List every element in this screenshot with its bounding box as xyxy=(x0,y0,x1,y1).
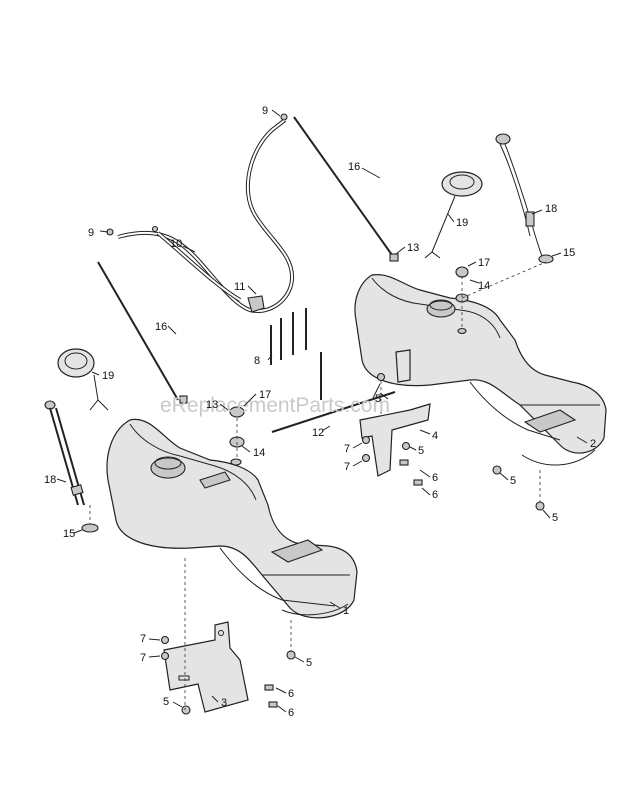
hardware xyxy=(160,372,545,715)
callout-5: 5 xyxy=(510,475,516,487)
fuel-cap-left xyxy=(57,348,109,411)
callout-9: 9 xyxy=(88,227,94,239)
fuel-tank-right xyxy=(354,274,607,466)
callout-7: 7 xyxy=(140,652,146,664)
callout-19: 19 xyxy=(102,370,114,382)
callout-5: 5 xyxy=(163,696,169,708)
vent-rod-lower xyxy=(97,261,179,401)
callout-5: 5 xyxy=(418,445,424,457)
callout-18: 18 xyxy=(545,203,557,215)
fuel-tank-left xyxy=(106,418,358,619)
callout-18: 18 xyxy=(44,474,56,486)
callout-4: 4 xyxy=(432,430,438,442)
callout-15: 15 xyxy=(63,528,75,540)
callout-12: 12 xyxy=(312,427,324,439)
callout-5: 5 xyxy=(375,393,381,405)
callout-3: 3 xyxy=(221,697,227,709)
callout-8: 8 xyxy=(254,355,260,367)
fuel-sender-right xyxy=(495,133,546,259)
bracket-lower-left xyxy=(163,621,249,713)
fuel-cap-right xyxy=(424,171,483,259)
callout-6: 6 xyxy=(432,489,438,501)
callout-16: 16 xyxy=(155,321,167,333)
callout-1: 1 xyxy=(343,605,349,617)
callouts: 1 2 3 4 5 5 5 5 5 5 6 6 6 6 7 7 7 7 8 9 … xyxy=(44,105,596,719)
callout-6: 6 xyxy=(288,707,294,719)
callout-13: 13 xyxy=(206,399,218,411)
callout-7: 7 xyxy=(140,633,146,645)
callout-2: 2 xyxy=(590,438,596,450)
callout-9: 9 xyxy=(262,105,268,117)
callout-11: 11 xyxy=(234,281,245,293)
callout-14: 14 xyxy=(253,447,265,459)
callout-17: 17 xyxy=(478,257,490,269)
assembly-lines xyxy=(89,261,547,710)
callout-16: 16 xyxy=(348,161,360,173)
rod-12 xyxy=(271,391,396,433)
callout-6: 6 xyxy=(432,472,438,484)
callout-6: 6 xyxy=(288,688,294,700)
callout-5: 5 xyxy=(306,657,312,669)
fuel-sender-left xyxy=(44,400,85,506)
callout-7: 7 xyxy=(344,443,350,455)
callout-10: 10 xyxy=(170,238,182,250)
callout-17: 17 xyxy=(259,389,271,401)
callout-7: 7 xyxy=(344,461,350,473)
callout-5: 5 xyxy=(552,512,558,524)
fuel-hose xyxy=(117,118,295,313)
fittings xyxy=(81,113,554,533)
vent-rod-upper xyxy=(293,116,393,256)
watermark: eReplacementParts.com xyxy=(160,394,390,417)
callout-13: 13 xyxy=(407,242,419,254)
callout-15: 15 xyxy=(563,247,575,259)
bolts-8 xyxy=(270,308,322,400)
callout-19: 19 xyxy=(456,217,468,229)
callout-14: 14 xyxy=(478,280,490,292)
